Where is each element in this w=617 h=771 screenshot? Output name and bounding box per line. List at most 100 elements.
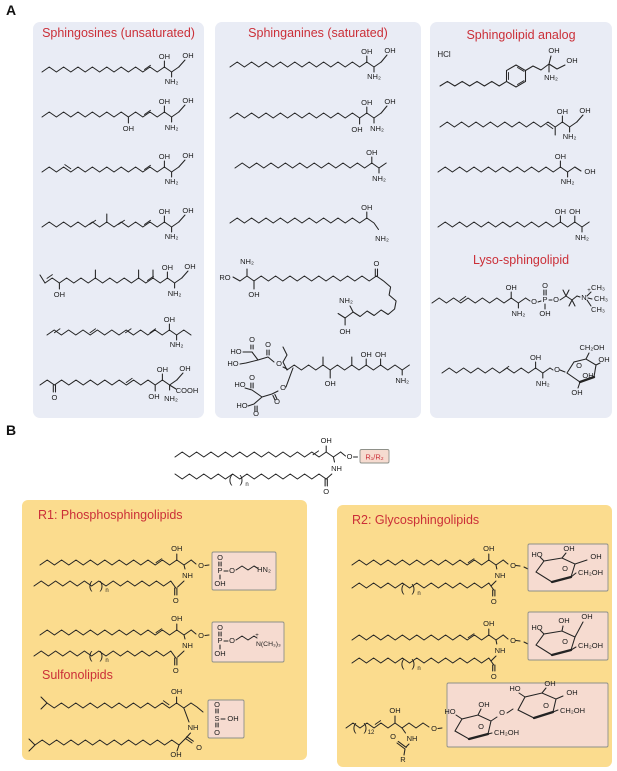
atom-label: O (276, 359, 282, 368)
atom-label: O (265, 340, 271, 349)
atom-label: HO (236, 401, 247, 410)
atom-label: O (280, 383, 286, 392)
atom-label: OH (581, 612, 592, 621)
title-sphingosines: Sphingosines (unsaturated) (42, 26, 195, 40)
atom-label: OH (569, 207, 580, 216)
atom-label: NH₂ (375, 234, 389, 243)
atom-label: OH (530, 353, 541, 362)
charge-label: + (587, 288, 591, 294)
atom-label: HO (444, 707, 455, 716)
atom-label: OH (171, 544, 182, 553)
atom-label: OH (159, 152, 170, 161)
repeat-subscript: n (105, 658, 108, 664)
atom-label: NH₂ (367, 72, 381, 81)
structure-analog-aminodiol: OH OH NH₂ (437, 207, 590, 242)
repeat-subscript: n (105, 588, 108, 594)
title-analog: Sphingolipid analog (466, 28, 576, 42)
atom-label: OH (555, 207, 566, 216)
atom-label: OH (164, 315, 175, 324)
repeat-subscript: n (245, 482, 248, 488)
structure-keto-sphingoid-acid: OH OH O OH NH₂ COOH (39, 364, 198, 403)
atom-label: OH (483, 619, 494, 628)
structure-glucosylceramide: OH NH ( ) n O O HO OH OH CH₂OH O (351, 543, 609, 606)
atom-label: O (478, 722, 484, 731)
atom-label: OH (584, 167, 595, 176)
atom-label: OH (548, 46, 559, 55)
structure-deoxysphinganine: OH NH₂ (234, 148, 387, 183)
repeat-subscript: n (417, 666, 420, 672)
atom-label: O (173, 596, 179, 605)
atom-label: OH (384, 46, 395, 55)
atom-label: P (217, 566, 222, 575)
structure-keto-base-ester: RO NH₂ OH O NH₂ OH (219, 257, 397, 336)
galactose-box (527, 611, 609, 661)
atom-label: O (499, 708, 505, 717)
atom-label: CH₂OH (578, 641, 603, 650)
atom-label: OH (159, 52, 170, 61)
atom-label: P (542, 295, 547, 304)
atom-label: OH (555, 152, 566, 161)
atom-label: OH (598, 355, 609, 364)
atom-label: O (510, 636, 516, 645)
atom-label: O (323, 487, 329, 496)
structure-methyl-sphingadiene: OH OH NH₂ (41, 206, 194, 241)
atom-label: RO (219, 273, 230, 282)
atom-label: OH (361, 350, 372, 359)
atom-label: NH₂ (544, 73, 558, 82)
atom-label: NH₂ (168, 289, 182, 298)
atom-label: NH (182, 641, 193, 650)
atom-label: R (400, 755, 406, 764)
structure-methyl-sphingosine: OH OH NH₂ (439, 106, 591, 141)
atom-label: HO (531, 623, 542, 632)
r-group-box (359, 449, 390, 464)
atom-label: NH₂ (165, 177, 179, 186)
atom-label: O (491, 672, 497, 681)
atom-label: O (510, 561, 516, 570)
charge-label: + (255, 633, 259, 639)
atom-label: O (431, 724, 437, 733)
panel-sphingosines (33, 22, 204, 418)
structure-sulfonolipid: OH NH O S OH O OH O (28, 687, 245, 759)
panel-b-label: B (6, 422, 17, 438)
structure-galactosylceramide: OH NH ( ) n O O HO OH OH CH₂OH O (351, 611, 609, 681)
atom-label: OH (563, 544, 574, 553)
atom-label: OH (361, 203, 372, 212)
hcl-label: HCl (437, 50, 451, 59)
atom-label: OH (389, 706, 400, 715)
atom-label: HO (227, 359, 238, 368)
title-r2: R2: Glycosphingolipids (352, 513, 480, 527)
atom-label: O (249, 373, 255, 382)
atom-label: NH₂ (164, 394, 178, 403)
r-group-label: R₁/R₂ (365, 453, 383, 462)
atom-label: NH (407, 734, 418, 743)
atom-label: CH₂OH (578, 568, 603, 577)
atom-label: O (198, 561, 204, 570)
structure-polymethyl-sphingoid: OH OH OH NH₂ (39, 262, 196, 299)
structure-lactosylceramide: ( ) 12 OH NH O R O HO OH O CH₂OH O HO OH… (345, 679, 609, 764)
atom-label: O (51, 393, 57, 402)
structure-sphinganine: OH OH NH₂ (229, 46, 396, 81)
atom-label: CH₃ (591, 305, 605, 314)
structure-sphingosine: OH OH NH₂ (41, 51, 194, 86)
atom-label: O (491, 597, 497, 606)
structure-phytosphingosine: OH OH OH NH₂ (229, 97, 396, 134)
repeat-parens: ( ) (229, 474, 245, 486)
atom-label: O (229, 566, 235, 575)
phosphoethanolamine-box (211, 551, 277, 591)
atom-label: OH (384, 97, 395, 106)
structure-fingolimod: HCl OH OH NH₂ (437, 46, 578, 88)
atom-label: NH₂ (370, 124, 384, 133)
structure-sphingomyelin: OH NH ( ) n O O O P OH O N(CH₃)₃ + (33, 614, 285, 675)
atom-label: CH₃ (591, 283, 605, 292)
atom-label: O (217, 553, 223, 562)
atom-label: OH (339, 327, 350, 336)
atom-label: OH (214, 579, 225, 588)
atom-label: OH (325, 379, 336, 388)
atom-label: NH (331, 464, 342, 473)
atom-label: OH (366, 148, 377, 157)
atom-label: OH (582, 371, 593, 380)
structure-diene-sphingosine: OH OH NH₂ (41, 151, 194, 186)
atom-label: O (562, 637, 568, 646)
atom-label: OH (170, 750, 181, 759)
